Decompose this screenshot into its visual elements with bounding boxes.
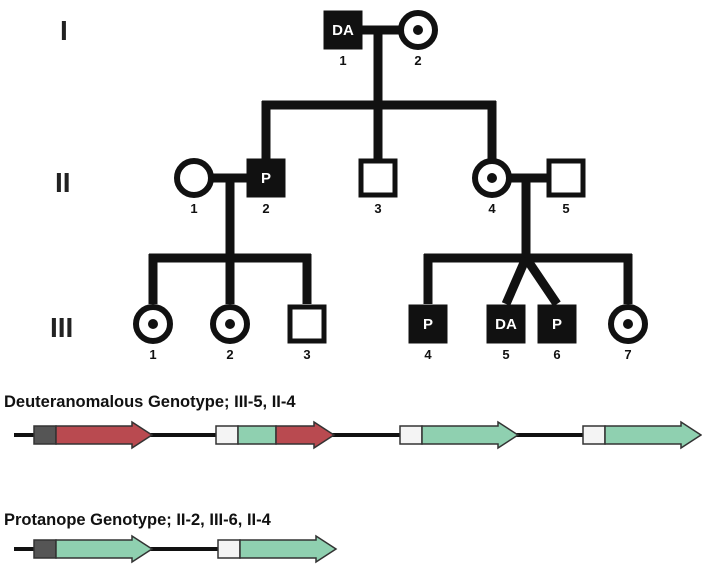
individual-III-1: 1: [133, 304, 173, 362]
phenotype-marker: P: [261, 170, 271, 187]
individual-number: 2: [414, 53, 421, 68]
twin-line-III-5: [501, 256, 531, 306]
individual-II-1: 1: [174, 158, 214, 216]
twin-line-III-6: [522, 255, 561, 307]
individual-number: 5: [502, 347, 509, 362]
individual-number: 1: [339, 53, 346, 68]
unaffected-male-symbol: [546, 158, 586, 198]
gene-array-deuteranomalous: [33, 420, 702, 450]
individual-number: 2: [226, 347, 233, 362]
affected-male-symbol: [408, 304, 448, 344]
gene-promoter: [215, 425, 239, 445]
gene-array-protanope: [33, 534, 338, 564]
phenotype-marker: P: [552, 316, 562, 333]
pedigree-lines: [148, 25, 633, 307]
opsin-gene: [582, 420, 702, 450]
opsin-gene: [215, 420, 336, 450]
individual-number: 1: [190, 201, 197, 216]
genotype-title-deuteranomalous: Deuteranomalous Genotype; III-5, II-4: [4, 393, 296, 411]
individual-number: 4: [424, 347, 432, 362]
phenotype-marker: P: [423, 316, 433, 333]
affected-male-symbol: [537, 304, 577, 344]
opsin-gene: [33, 420, 154, 450]
opsin-gene: [217, 534, 338, 564]
individual-II-5: 5: [546, 158, 586, 216]
affected-male-symbol: [323, 10, 363, 50]
affected-male-symbol: [486, 304, 526, 344]
unaffected-female-symbol: [174, 158, 214, 198]
carrier-dot: [487, 173, 497, 183]
carrier-dot: [148, 319, 158, 329]
green-gene-segment: [604, 420, 702, 450]
opsin-gene: [399, 420, 520, 450]
opsin-gene: [33, 534, 154, 564]
individual-number: 3: [374, 201, 381, 216]
individual-I-1: DA 1: [323, 10, 363, 68]
individual-II-3: 3: [358, 158, 398, 216]
individual-II-2: P2: [246, 158, 286, 216]
carrier-dot: [623, 319, 633, 329]
individual-III-3: 3: [287, 304, 327, 362]
genotype-title-protanope: Protanope Genotype; II-2, III-6, II-4: [4, 511, 272, 529]
individual-number: 1: [149, 347, 156, 362]
generation-label-II: II: [55, 167, 71, 198]
individual-III-6: P6: [537, 304, 577, 362]
individual-I-2: 2: [398, 10, 438, 68]
green-gene-segment: [239, 534, 338, 564]
individual-number: 3: [303, 347, 310, 362]
green-gene-segment: [421, 420, 520, 450]
carrier-dot: [413, 25, 423, 35]
affected-male-symbol: [246, 158, 286, 198]
red-gene-segment: [55, 420, 154, 450]
individual-number: 6: [553, 347, 560, 362]
individual-III-4: P4: [408, 304, 448, 362]
gene-promoter: [582, 425, 606, 445]
individual-number: 7: [624, 347, 631, 362]
gene-promoter: [217, 539, 241, 559]
generation-label-I: I: [60, 15, 68, 46]
gene-promoter: [399, 425, 423, 445]
gene-promoter: [33, 539, 57, 559]
generation-label-III: III: [50, 312, 73, 343]
green-gene-segment: [237, 425, 277, 445]
phenotype-marker: DA: [495, 316, 517, 333]
individual-II-4: 4: [472, 158, 512, 216]
individual-III-7: 7: [608, 304, 648, 362]
gene-promoter: [33, 425, 57, 445]
unaffected-male-symbol: [358, 158, 398, 198]
carrier-dot: [225, 319, 235, 329]
phenotype-marker: DA: [332, 22, 354, 39]
individual-number: 5: [562, 201, 569, 216]
individual-III-2: 2: [210, 304, 250, 362]
green-gene-segment: [55, 534, 154, 564]
individual-number: 4: [488, 201, 496, 216]
unaffected-male-symbol: [287, 304, 327, 344]
individual-number: 2: [262, 201, 269, 216]
individual-III-5: DA 5: [486, 304, 526, 362]
red-gene-segment: [275, 420, 336, 450]
